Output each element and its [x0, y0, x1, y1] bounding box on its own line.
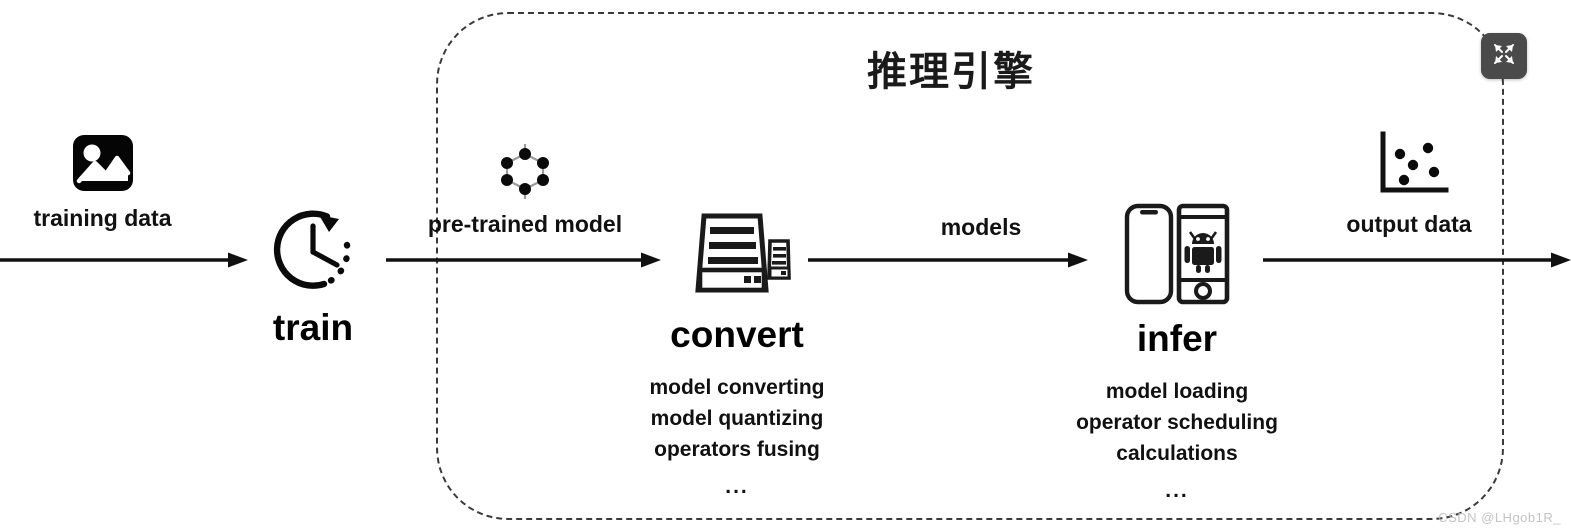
edge-label-models: models: [940, 214, 1022, 240]
fullscreen-expand-icon: [1491, 41, 1517, 72]
image-icon: [20, 132, 185, 199]
clock-arrow-icon: [248, 205, 378, 302]
training-data-caption: training data: [33, 205, 172, 231]
node-infer[interactable]: infer model loading operator scheduling …: [1027, 200, 1327, 506]
io-block-output-data: output data: [1328, 128, 1490, 238]
convert-detail-2: operators fusing: [654, 437, 820, 461]
node-convert-title: convert: [670, 314, 804, 355]
engine-title: 推理引擎: [867, 50, 1035, 94]
infer-detail-2: calculations: [1116, 441, 1238, 465]
arrow-infer-to-output-data: [1263, 252, 1571, 268]
node-convert-details: model converting model quantizing operat…: [587, 372, 887, 502]
server-icon: [587, 208, 887, 309]
io-block-training-data: training data: [20, 132, 185, 232]
mobile-devices-icon: [1027, 200, 1327, 313]
node-convert[interactable]: convert model converting model quantizin…: [587, 208, 887, 502]
convert-detail-ellipsis: ...: [725, 474, 749, 498]
infer-detail-ellipsis: ...: [1165, 478, 1189, 502]
edge-pre-trained-model: pre-trained model: [414, 140, 636, 238]
node-train-title: train: [272, 307, 354, 348]
infer-detail-1: operator scheduling: [1076, 410, 1278, 434]
csdn-watermark: CSDN @LHgob1R_: [1438, 510, 1561, 525]
arrow-convert-to-infer: [808, 252, 1088, 268]
node-infer-title: infer: [1136, 318, 1218, 359]
edge-label-pre-trained-model: pre-trained model: [427, 211, 623, 237]
node-infer-details: model loading operator scheduling calcul…: [1027, 376, 1327, 506]
scatter-plot-icon: [1328, 128, 1490, 205]
arrow-train-to-convert: [386, 252, 661, 268]
graph-nodes-icon: [414, 140, 636, 207]
output-data-caption: output data: [1346, 211, 1472, 237]
convert-detail-1: model quantizing: [650, 406, 824, 430]
convert-detail-0: model converting: [649, 375, 825, 399]
fullscreen-expand-button[interactable]: [1481, 33, 1527, 79]
infer-detail-0: model loading: [1105, 379, 1249, 403]
arrow-training-data-to-train: [0, 252, 248, 268]
node-train[interactable]: train: [248, 205, 378, 349]
inference-engine-boundary: [436, 12, 1504, 520]
